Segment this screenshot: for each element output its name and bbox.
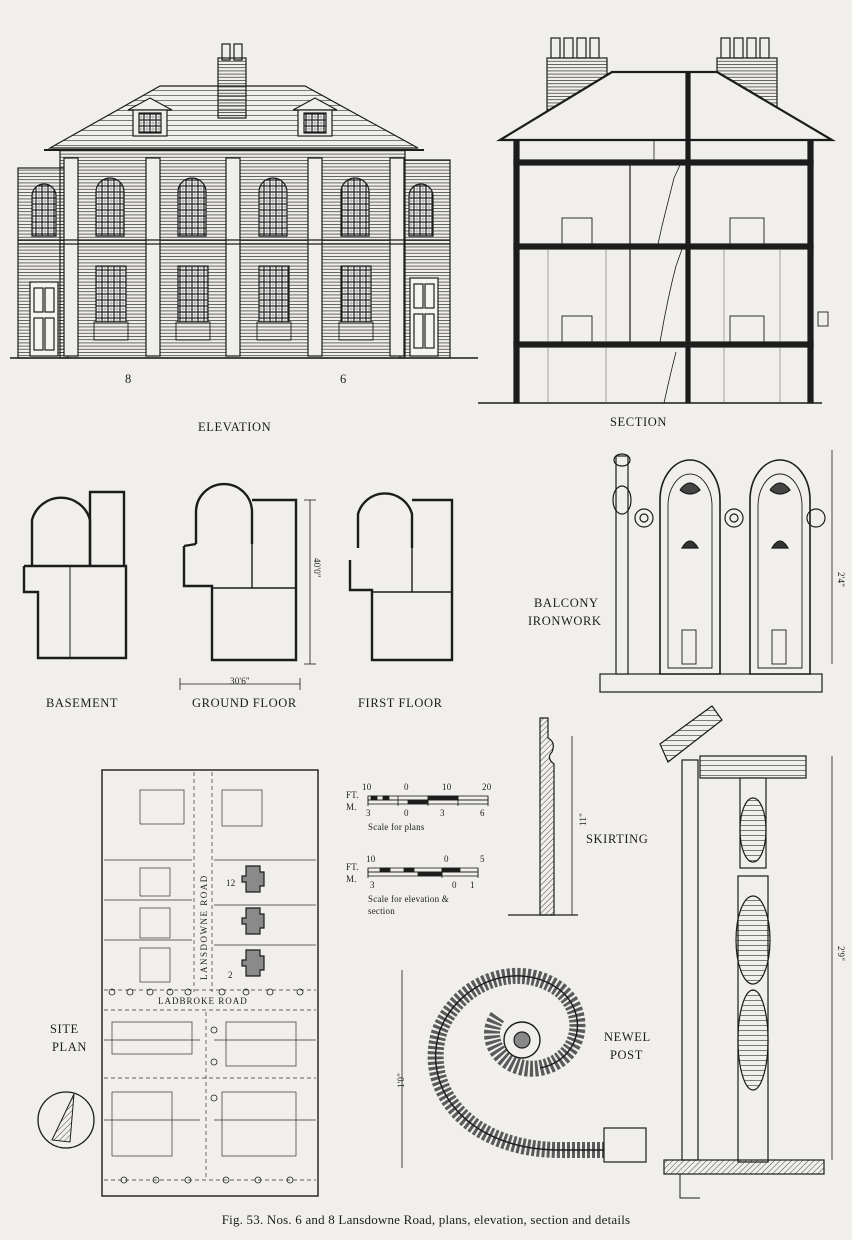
site-plan-title-line1: SITE [50,1022,79,1036]
skirting-drawing [508,717,578,916]
plans-scale-ft-tick: 20 [482,782,492,792]
elevation-scale-m-label: M. [346,874,357,884]
figure-caption: Fig. 53. Nos. 6 and 8 Lansdowne Road, pl… [221,1212,631,1227]
newel-post-drawing [659,705,833,1199]
plans-scale-m-tick: 0 [404,808,409,818]
elevation-scale-ft-label: FT. [346,862,359,872]
newel-height-dimension: 2'9" [836,946,846,962]
skirting-height-dimension: 11" [578,813,588,826]
plans-scale-m-label: M. [346,802,357,812]
ground-floor-width-dimension: 30'6" [230,676,250,686]
balcony-height-dimension: 2'4" [836,572,846,588]
elevation-scale-m-tick: 0 [452,880,457,890]
section-title: SECTION [610,415,667,429]
elevation-scale-caption-line2: section [368,906,395,916]
elevation-title: ELEVATION [198,420,272,434]
plans-scale-bar [367,795,489,806]
section-drawing [478,37,837,404]
handrail-scroll-drawing [401,967,647,1168]
house-number-6: 6 [340,372,347,386]
north-arrow-icon [37,1091,95,1149]
lansdowne-road-label: LANSDOWNE ROAD [199,874,209,980]
basement-title: BASEMENT [46,696,119,710]
elevation-scale-ft-tick: 0 [444,854,449,864]
basement-plan [22,490,128,660]
site-plan-drawing [101,769,319,1197]
plans-scale-m-tick: 3 [440,808,445,818]
elevation-drawing [10,43,478,359]
elevation-scale-caption-line1: Scale for elevation & [368,894,449,904]
elevation-scale-m-tick: 3 [370,880,375,890]
handrail-height-dimension: 1'0" [396,1072,406,1088]
newel-post-title-line1: NEWEL [604,1030,651,1044]
elevation-scale-m-tick: 1 [470,880,475,890]
plans-scale-m-tick: 3 [366,808,371,818]
balcony-ironwork-drawing [599,450,833,693]
plans-scale-ft-tick: 10 [442,782,452,792]
site-plan-title-line2: PLAN [52,1040,88,1054]
plans-scale-caption: Scale for plans [368,822,425,832]
plot-number-12: 12 [226,878,236,888]
ground-floor-plan [182,482,298,662]
house-number-8: 8 [125,372,132,386]
ground-floor-dimension-lines [179,499,316,690]
first-floor-plan [348,492,454,662]
skirting-title: SKIRTING [586,832,649,846]
plans-scale-ft-tick: 0 [404,782,409,792]
elevation-scale-ft-tick: 10 [366,854,376,864]
newel-post-title-line2: POST [610,1048,643,1062]
ladbroke-road-label: LADBROKE ROAD [158,996,248,1006]
elevation-scale-bar [367,867,479,878]
balcony-title-line2: IRONWORK [528,614,602,628]
ground-floor-title: GROUND FLOOR [192,696,297,710]
ground-floor-depth-dimension: 40'0" [312,558,322,578]
balcony-title-line1: BALCONY [534,596,599,610]
elevation-scale-ft-tick: 5 [480,854,485,864]
first-floor-title: FIRST FLOOR [358,696,443,710]
plans-scale-m-tick: 6 [480,808,485,818]
plot-number-2: 2 [228,970,233,980]
plans-scale-ft-tick: 10 [362,782,372,792]
plans-scale-ft-label: FT. [346,790,359,800]
